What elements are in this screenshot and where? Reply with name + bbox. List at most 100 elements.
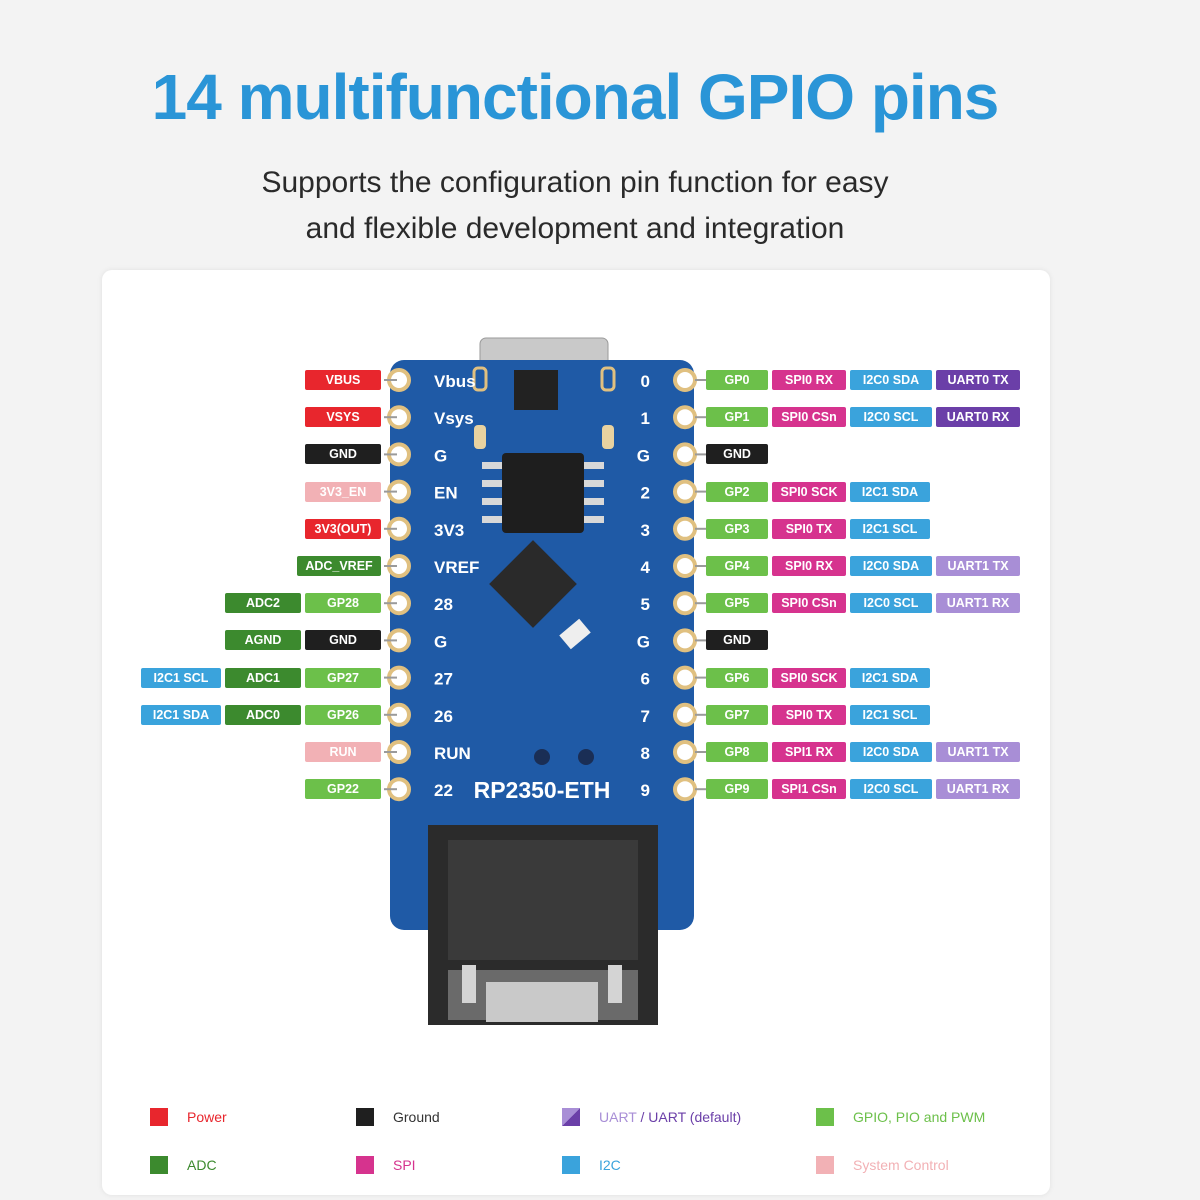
board-pin-label-left: Vsys <box>434 409 474 428</box>
pin-tag-left-adc: AGND <box>225 630 301 651</box>
pin-tag-left-adc: ADC0 <box>225 704 301 725</box>
board-pin-label-right: 2 <box>641 484 650 503</box>
board-pin-label-left: Vbus <box>434 372 476 391</box>
pin-tag-left-ground: GND <box>305 630 381 651</box>
legend-system-label: System Control <box>853 1157 949 1173</box>
capacitor <box>602 425 614 449</box>
board-pin-label-left: 27 <box>434 670 453 689</box>
legend-uart-label: UART / UART (default) <box>599 1109 741 1125</box>
pin-tag-left-gpio: GP28 <box>305 593 381 614</box>
regulator-chip <box>514 370 558 410</box>
pin-tag-right-i2c: I2C1 SCL <box>850 518 930 539</box>
pin-tag-right-spi: SPI0 RX <box>772 370 846 390</box>
board-pin-label-right: 7 <box>641 707 650 726</box>
pcb-board <box>390 360 694 930</box>
legend-spi-swatch <box>356 1156 374 1174</box>
subtitle-line-1: Supports the configuration pin function … <box>261 166 889 199</box>
legend-system-swatch <box>816 1156 834 1174</box>
pin-pad-right <box>673 479 697 504</box>
legend-ground-label: Ground <box>393 1109 440 1125</box>
pin-tag-right-spi: SPI0 SCK <box>772 481 846 502</box>
pin-tag-right-uart_default: UART1 TX <box>936 742 1020 762</box>
pin-tag-left-i2c: I2C1 SDA <box>141 704 221 725</box>
pin-tag-left-power: VBUS <box>305 370 381 390</box>
board-pin-label-right: 4 <box>641 558 651 577</box>
pin-pad-right <box>673 591 697 616</box>
pin-tag-right-spi: SPI1 RX <box>772 742 846 762</box>
pin-tag-right-uart_default: UART1 RX <box>936 593 1020 614</box>
board-pin-label-left: 22 <box>434 781 453 800</box>
board-pin-label-left: G <box>434 446 447 465</box>
board-pin-label-left: 3V3 <box>434 521 464 540</box>
pin-tag-right-uart: UART0 TX <box>936 370 1020 390</box>
pin-tag-right-gpio: GP7 <box>706 704 768 725</box>
test-point <box>534 749 550 765</box>
legend-spi-label: SPI <box>393 1157 416 1173</box>
pin-tag-right-spi: SPI0 TX <box>772 518 846 539</box>
pin-tag-right-gpio: GP0 <box>706 370 768 390</box>
pin-tag-right-i2c: I2C0 SDA <box>850 556 932 576</box>
board-pin-label-left: 26 <box>434 707 453 726</box>
pin-tag-right-ground: GND <box>706 630 768 651</box>
pin-tag-left-adc: ADC_VREF <box>297 556 381 576</box>
legend-gpio-swatch <box>816 1108 834 1126</box>
pin-tag-right-gpio: GP9 <box>706 779 768 800</box>
pin-tag-right-i2c: I2C0 SCL <box>850 407 932 428</box>
board-pin-label-left: RUN <box>434 744 471 763</box>
legend-gpio-label: GPIO, PIO and PWM <box>853 1109 986 1125</box>
legend-i2c-swatch <box>562 1156 580 1174</box>
pin-tag-right-spi: SPI0 SCK <box>772 667 846 688</box>
pin-tag-left-gpio: GP26 <box>305 704 381 725</box>
page-title: 14 multifunctional GPIO pins <box>151 61 1000 133</box>
pin-tag-right-gpio: GP1 <box>706 407 768 428</box>
legend-power-swatch <box>150 1108 168 1126</box>
board-pin-label-left: G <box>434 632 447 651</box>
board-pin-label-left: 28 <box>434 595 453 614</box>
pin-pad-right <box>673 554 697 578</box>
board-pin-label-right: G <box>637 446 650 465</box>
board-pin-label-right: 9 <box>641 781 650 800</box>
board-pin-label-right: 8 <box>641 744 650 763</box>
pin-pad-right <box>673 665 697 690</box>
crystal-pad <box>472 366 488 392</box>
pin-tag-right-gpio: GP5 <box>706 593 768 614</box>
pin-tag-right-spi: SPI1 CSn <box>772 779 846 800</box>
pin-tag-right-gpio: GP8 <box>706 742 768 762</box>
pin-tag-right-spi: SPI0 RX <box>772 556 846 576</box>
pin-pad-right <box>673 442 697 467</box>
pin-tag-right-i2c: I2C1 SDA <box>850 481 930 502</box>
pin-tag-right-gpio: GP2 <box>706 481 768 502</box>
pin-pad-right <box>673 702 697 727</box>
pin-tag-right-spi: SPI0 CSn <box>772 593 846 614</box>
pin-tag-left-system: 3V3_EN <box>305 481 381 502</box>
pin-pad-right <box>673 405 697 430</box>
capacitor <box>474 425 486 449</box>
board-pin-label-right: 0 <box>641 372 650 391</box>
pin-tag-right-uart_default: UART1 RX <box>936 779 1020 800</box>
pin-tag-left-gpio: GP22 <box>305 779 381 800</box>
ethernet-contact <box>462 965 476 1003</box>
ethernet-contact <box>608 965 622 1003</box>
mcu-chip <box>489 540 577 628</box>
pin-tag-right-spi: SPI0 TX <box>772 704 846 725</box>
pin-tag-right-i2c: I2C0 SDA <box>850 370 932 390</box>
board-pin-label-right: 3 <box>641 521 650 540</box>
ethernet-plug-slot <box>486 982 598 1022</box>
pin-tag-left-system: RUN <box>305 742 381 762</box>
pin-tag-left-adc: ADC2 <box>225 593 301 614</box>
pin-tag-left-adc: ADC1 <box>225 667 301 688</box>
board-pin-label-right: 1 <box>641 409 650 428</box>
pin-tag-right-i2c: I2C0 SDA <box>850 742 932 762</box>
board-pin-label-right: 6 <box>641 670 650 689</box>
pin-tag-left-power: VSYS <box>305 407 381 428</box>
pin-tag-right-gpio: GP4 <box>706 556 768 576</box>
pin-tag-right-i2c: I2C1 SCL <box>850 704 930 725</box>
legend-uart-default-text: UART (default) <box>648 1109 742 1125</box>
board-pin-label-right: 5 <box>641 595 650 614</box>
pin-pad-right <box>673 740 697 764</box>
pin-tag-left-ground: GND <box>305 444 381 465</box>
crystal-pad <box>600 366 616 392</box>
legend-power-label: Power <box>187 1109 227 1125</box>
legend-ground-swatch <box>356 1108 374 1126</box>
